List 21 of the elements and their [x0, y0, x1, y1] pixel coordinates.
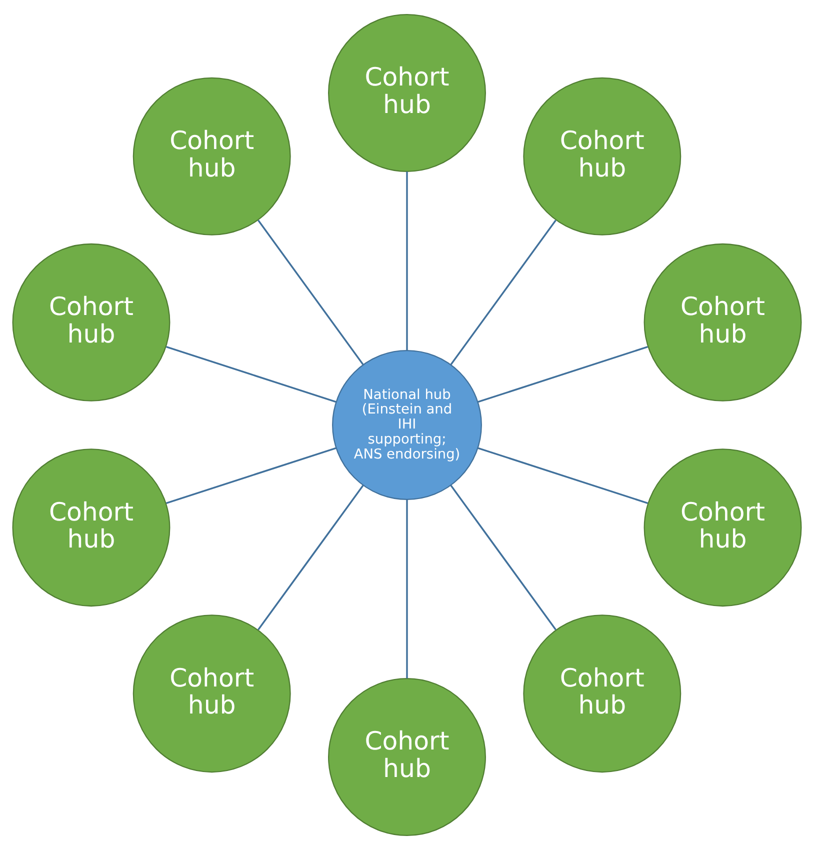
- node-circle: Cohort hub: [12, 243, 170, 402]
- node-circle: Cohort hub: [132, 77, 291, 236]
- connector: [166, 447, 336, 504]
- node-circle: Cohort hub: [328, 14, 486, 172]
- node-circle: Cohort hub: [12, 448, 170, 607]
- connector: [478, 447, 648, 504]
- node-circle: Cohort hub: [328, 678, 486, 836]
- connector: [406, 500, 408, 678]
- node-circle: Cohort hub: [644, 448, 802, 607]
- connector: [478, 346, 648, 403]
- connector: [450, 484, 556, 630]
- connector: [258, 484, 364, 630]
- node-circle: National hub (Einstein and IHI supporting; ANS endorsing): [332, 350, 482, 500]
- node-circle: Cohort hub: [523, 77, 682, 236]
- connector: [166, 346, 336, 403]
- connector: [450, 220, 556, 366]
- connector: [406, 172, 408, 350]
- node-circle: Cohort hub: [132, 614, 291, 773]
- node-circle: Cohort hub: [644, 243, 802, 402]
- node-circle: Cohort hub: [523, 614, 682, 773]
- connector: [258, 220, 364, 366]
